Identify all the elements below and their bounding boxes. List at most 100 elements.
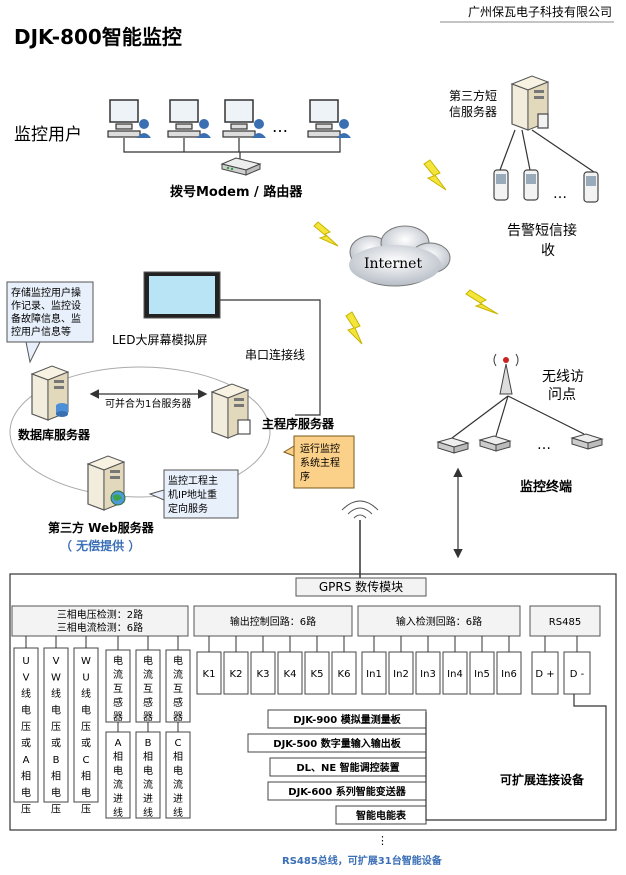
ap-label-line2: 问点 bbox=[548, 387, 576, 403]
main-server-icon bbox=[210, 383, 251, 439]
output-terminal-label: K4 bbox=[284, 669, 297, 680]
current-transformer-box bbox=[105, 649, 131, 723]
db-note-line1: 存储监控用户操 bbox=[11, 286, 81, 299]
pc-icon bbox=[107, 99, 151, 138]
modem-label: 拨号Modem / 路由器 bbox=[170, 184, 303, 200]
current-transformer-label: 电流互感器 bbox=[173, 654, 183, 723]
phone-icon bbox=[493, 169, 509, 201]
main-note-line2: 系统主程 bbox=[300, 456, 340, 469]
group-output-control bbox=[193, 605, 353, 637]
device-label: 智能电能表 bbox=[356, 809, 407, 822]
rs485-pin-box bbox=[531, 651, 559, 695]
lightning-icon bbox=[345, 311, 363, 345]
monitor-users-label: 监控用户 bbox=[14, 125, 82, 145]
voltage-column-box bbox=[43, 647, 69, 803]
input-terminal-label: In6 bbox=[501, 669, 517, 680]
terminal-icon bbox=[436, 437, 470, 454]
alarm-label-line1: 告警短信接 bbox=[507, 222, 577, 239]
output-terminal-label: K1 bbox=[203, 669, 216, 680]
internet-cloud bbox=[349, 225, 451, 287]
merge-label: 可并合为1台服务器 bbox=[105, 397, 191, 410]
main-note-line1: 运行监控 bbox=[300, 442, 340, 455]
output-terminal-label: K5 bbox=[311, 669, 324, 680]
db-note-line4: 控用户信息等 bbox=[11, 325, 71, 338]
group-rs485 bbox=[529, 605, 601, 637]
db-note-line3: 备故障信息、监 bbox=[11, 312, 81, 325]
web-server-label: 第三方 Web服务器 bbox=[48, 520, 155, 535]
phone-icon bbox=[583, 171, 599, 203]
terminal-label: 监控终端 bbox=[520, 479, 572, 495]
group1-line2: 三相电流检测：6路 bbox=[57, 621, 143, 634]
pc-icon bbox=[222, 99, 266, 138]
alarm-label-line2: 收 bbox=[541, 243, 555, 259]
rs485-terminals: D + D - bbox=[531, 636, 591, 695]
input-terminal-box bbox=[415, 651, 441, 695]
router-icon bbox=[220, 157, 262, 176]
terminal-icon bbox=[570, 433, 604, 450]
group-voltage-current bbox=[11, 605, 189, 637]
internet-label: Internet bbox=[364, 256, 422, 272]
web-note-line3: 定向服务 bbox=[168, 502, 208, 515]
input-terminal-label: In1 bbox=[366, 669, 382, 680]
server-icon bbox=[510, 75, 550, 131]
group3-label: 输入检测回路：6路 bbox=[396, 615, 482, 628]
group4-label: RS485 bbox=[549, 617, 581, 628]
controller-frame bbox=[9, 573, 617, 831]
lightning-icon bbox=[313, 221, 339, 247]
output-terminal-label: K2 bbox=[230, 669, 243, 680]
voltage-column-box bbox=[73, 647, 99, 803]
device-label: DJK-900 模拟量测量板 bbox=[293, 713, 401, 726]
db-note-line2: 作记录、监控设 bbox=[11, 299, 81, 312]
phase-current-box bbox=[105, 731, 131, 819]
device-ellipsis: ⋮ bbox=[377, 834, 388, 847]
page-title: DJK-800智能监控 bbox=[14, 25, 182, 49]
output-terminal-box bbox=[196, 651, 222, 695]
gprs-label: GPRS 数传模块 bbox=[319, 579, 403, 594]
input-terminal-box bbox=[361, 651, 387, 695]
lightning-icon bbox=[465, 289, 499, 315]
led-screen-icon bbox=[143, 271, 221, 319]
gprs-antenna-icon bbox=[341, 500, 379, 578]
rs485-pin-label: D + bbox=[535, 669, 554, 680]
output-terminals: K1 K2 K3 K4 K5 K6 bbox=[196, 636, 357, 695]
output-terminal-box bbox=[304, 651, 330, 695]
rs485-pin-box bbox=[563, 651, 591, 695]
lightning-icon bbox=[423, 159, 447, 191]
antenna-icon bbox=[493, 353, 519, 395]
output-terminal-label: K3 bbox=[257, 669, 270, 680]
output-terminal-box bbox=[277, 651, 303, 695]
sms-server-label-line2: 信服务器 bbox=[449, 104, 497, 119]
group-input-detect bbox=[357, 605, 521, 637]
sms-server-label-line1: 第三方短 bbox=[449, 88, 497, 103]
input-terminal-box bbox=[469, 651, 495, 695]
ap-label-line1: 无线访 bbox=[542, 369, 584, 385]
web-note-box: 监控工程主 机IP地址重 定向服务 bbox=[148, 469, 239, 519]
main-server-label: 主程序服务器 bbox=[262, 416, 335, 431]
terminals-ellipsis: … bbox=[537, 437, 551, 453]
led-label: LED大屏幕模拟屏 bbox=[112, 333, 208, 347]
input-terminal-box bbox=[496, 651, 522, 695]
company-name: 广州保瓦电子科技有限公司 bbox=[468, 5, 612, 19]
web-server-icon bbox=[86, 455, 126, 511]
phone-icon bbox=[523, 169, 539, 201]
users-ellipsis: … bbox=[272, 117, 288, 136]
voltage-column-box bbox=[13, 647, 39, 803]
database-server-icon bbox=[30, 365, 70, 421]
rs485-bus-label: RS485总线，可扩展31台智能设备 bbox=[282, 854, 443, 867]
db-note-box: 存储监控用户操 作记录、监控设 备故障信息、监 控用户信息等 bbox=[6, 281, 94, 364]
main-note-line3: 序 bbox=[300, 470, 310, 483]
rs485-pin-label: D - bbox=[570, 669, 585, 680]
main-note-box: 运行监控 系统主程 序 bbox=[282, 435, 355, 489]
output-terminal-box bbox=[331, 651, 357, 695]
terminal-icon bbox=[478, 435, 512, 452]
input-terminal-label: In4 bbox=[447, 669, 463, 680]
output-terminal-label: K6 bbox=[338, 669, 351, 680]
web-note-line1: 监控工程主 bbox=[168, 474, 218, 487]
